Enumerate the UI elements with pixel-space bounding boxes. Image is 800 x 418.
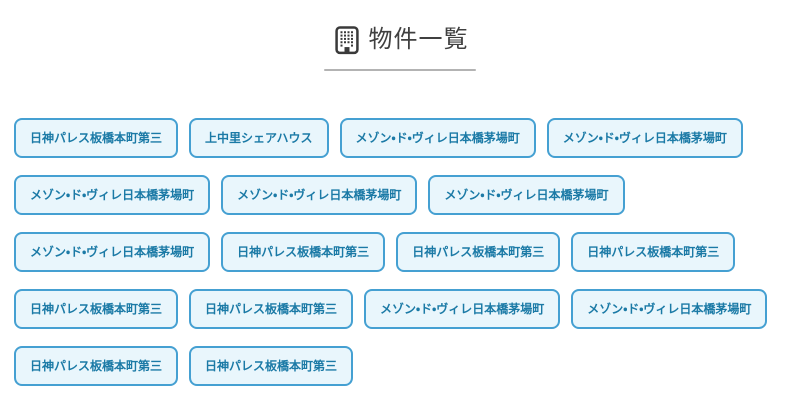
property-chip[interactable]: メゾン・ド・ヴィレ日本橋茅場町	[221, 175, 418, 215]
property-chip[interactable]: 日神パレス板橋本町第三	[221, 232, 386, 272]
property-chip[interactable]: 上中里シェアハウス	[189, 118, 329, 158]
property-chip[interactable]: メゾン・ド・ヴィレ日本橋茅場町	[428, 175, 625, 215]
property-chip[interactable]: 日神パレス板橋本町第三	[189, 289, 354, 329]
page-title-row: 物件一覧	[0, 24, 800, 56]
property-chip[interactable]: 日神パレス板橋本町第三	[14, 289, 179, 329]
page-title: 物件一覧	[368, 26, 469, 53]
property-chip[interactable]: 日神パレス板橋本町第三	[14, 346, 179, 386]
property-chip[interactable]: メゾン・ド・ヴィレ日本橋茅場町	[14, 175, 211, 215]
property-chip[interactable]: 日神パレス板橋本町第三	[189, 346, 354, 386]
property-chip[interactable]: メゾン・ド・ヴィレ日本橋茅場町	[14, 232, 211, 272]
property-chip[interactable]: メゾン・ド・ヴィレ日本橋茅場町	[339, 118, 536, 158]
property-chip[interactable]: メゾン・ド・ヴィレ日本橋茅場町	[546, 118, 743, 158]
property-chip[interactable]: 日神パレス板橋本町第三	[396, 232, 561, 272]
property-chip[interactable]: メゾン・ド・ヴィレ日本橋茅場町	[364, 289, 561, 329]
page-header: 物件一覧	[0, 0, 800, 71]
building-icon	[332, 25, 362, 55]
title-underline	[324, 69, 476, 71]
property-chip[interactable]: 日神パレス板橋本町第三	[571, 232, 736, 272]
property-chip-list: 日神パレス板橋本町第三上中里シェアハウスメゾン・ド・ヴィレ日本橋茅場町メゾン・ド…	[14, 118, 786, 386]
property-chip[interactable]: メゾン・ド・ヴィレ日本橋茅場町	[571, 289, 768, 329]
property-chip[interactable]: 日神パレス板橋本町第三	[14, 118, 179, 158]
